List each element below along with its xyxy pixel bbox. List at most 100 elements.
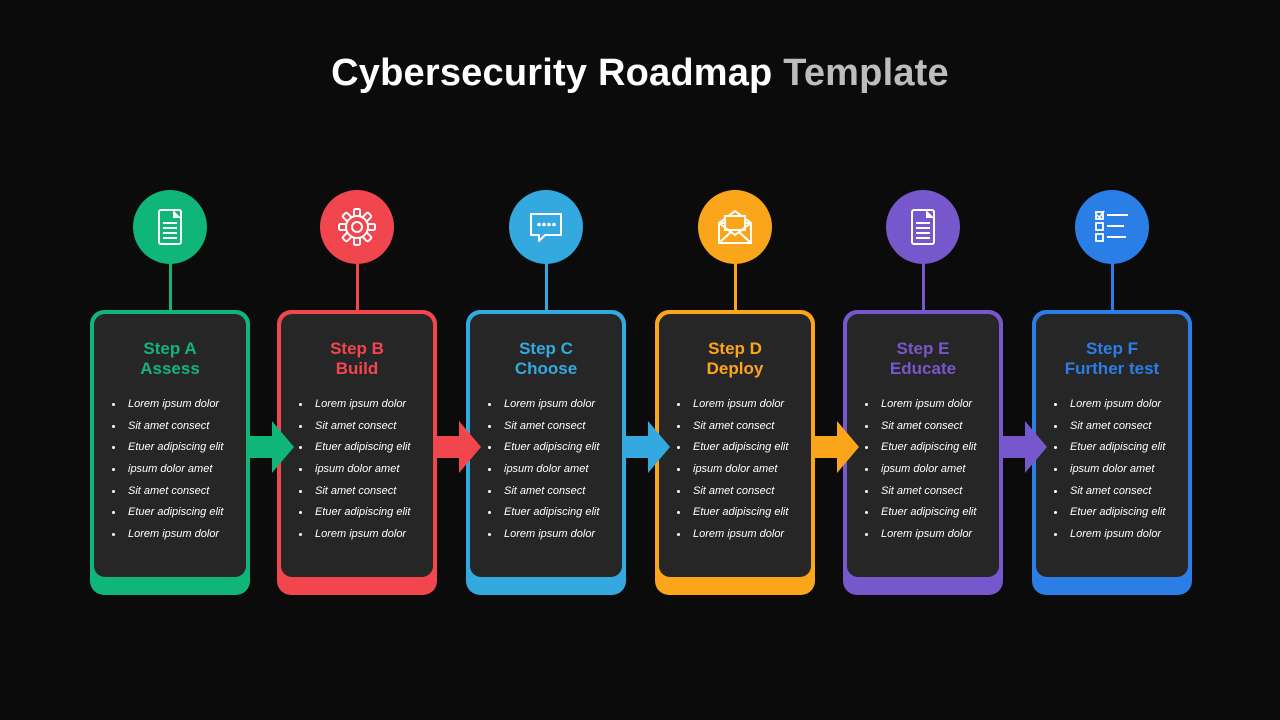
document-icon <box>158 209 182 245</box>
step-list-item: Lorem ipsum dolor <box>1052 394 1165 416</box>
step-name: Build <box>335 359 379 378</box>
step-list-item: Etuer adipiscing elit <box>297 437 410 459</box>
step-list-item: Sit amet consect <box>486 416 599 438</box>
step-list-item: Etuer adipiscing elit <box>486 437 599 459</box>
step-icon-circle <box>320 190 394 264</box>
step-list-item: Lorem ipsum dolor <box>1052 524 1165 546</box>
step-list-item: Etuer adipiscing elit <box>863 502 976 524</box>
gear-icon <box>338 208 376 246</box>
step-list-item: Lorem ipsum dolor <box>297 524 410 546</box>
step-arrow-icon <box>811 421 859 473</box>
step-name: Further test <box>1064 359 1160 378</box>
step-list-item: ipsum dolor amet <box>297 459 410 481</box>
step-icon-circle <box>886 190 960 264</box>
step-list-item: ipsum dolor amet <box>110 459 223 481</box>
title-main: Cybersecurity Roadmap <box>331 52 773 94</box>
step-list-item: Sit amet consect <box>297 481 410 503</box>
step-name: Educate <box>889 359 957 378</box>
step-name: Deploy <box>706 359 764 378</box>
step-list-item: Lorem ipsum dolor <box>486 524 599 546</box>
step-connector <box>1111 262 1114 312</box>
step-arrow-icon <box>622 421 670 473</box>
step-list-item: Etuer adipiscing elit <box>863 437 976 459</box>
step-label: Step B <box>330 339 384 358</box>
step-list-item: ipsum dolor amet <box>675 459 788 481</box>
step-connector <box>734 262 737 312</box>
step-arrow-icon <box>433 421 481 473</box>
step-connector <box>545 262 548 312</box>
step-list-item: Lorem ipsum dolor <box>863 394 976 416</box>
step-list-item: Etuer adipiscing elit <box>1052 502 1165 524</box>
step-list-item: Lorem ipsum dolor <box>110 524 223 546</box>
step-list-item: Sit amet consect <box>1052 416 1165 438</box>
step-list-item: Sit amet consect <box>1052 481 1165 503</box>
step-name: Choose <box>514 359 578 378</box>
step-label: Step C <box>519 339 573 358</box>
step-list-item: Sit amet consect <box>297 416 410 438</box>
step-list-item: Etuer adipiscing elit <box>110 502 223 524</box>
step-list-item: Etuer adipiscing elit <box>675 502 788 524</box>
step-list-item: Lorem ipsum dolor <box>675 394 788 416</box>
step-list-item: Lorem ipsum dolor <box>486 394 599 416</box>
step-list-item: Etuer adipiscing elit <box>675 437 788 459</box>
step-list-item: Lorem ipsum dolor <box>297 394 410 416</box>
step-list-item: Etuer adipiscing elit <box>1052 437 1165 459</box>
step-list-item: Sit amet consect <box>863 481 976 503</box>
checklist-icon <box>1095 210 1128 242</box>
step-list-item: Lorem ipsum dolor <box>675 524 788 546</box>
step-arrow-icon <box>246 421 294 473</box>
step-icon-circle <box>698 190 772 264</box>
step-list-item: Etuer adipiscing elit <box>110 437 223 459</box>
step-list-item: ipsum dolor amet <box>863 459 976 481</box>
step-label: Step F <box>1086 339 1138 358</box>
step-list-item: Sit amet consect <box>110 481 223 503</box>
envelope-icon <box>718 210 752 244</box>
step-list-item: Sit amet consect <box>486 481 599 503</box>
step-arrow-icon <box>999 421 1047 473</box>
step-connector <box>356 262 359 312</box>
step-connector <box>169 262 172 312</box>
document-icon <box>911 209 935 245</box>
step-list-item: Lorem ipsum dolor <box>110 394 223 416</box>
step-icon-circle <box>133 190 207 264</box>
page-title: Cybersecurity Roadmap Template <box>0 52 1280 95</box>
step-list-item: Lorem ipsum dolor <box>863 524 976 546</box>
step-list-item: Sit amet consect <box>675 481 788 503</box>
step-list-item: Sit amet consect <box>863 416 976 438</box>
chat-icon <box>530 213 562 242</box>
step-list-item: Etuer adipiscing elit <box>297 502 410 524</box>
step-icon-circle <box>509 190 583 264</box>
step-list-item: ipsum dolor amet <box>1052 459 1165 481</box>
step-list-item: ipsum dolor amet <box>486 459 599 481</box>
step-icon-circle <box>1075 190 1149 264</box>
step-connector <box>922 262 925 312</box>
step-name: Assess <box>140 359 200 378</box>
step-list-item: Sit amet consect <box>675 416 788 438</box>
